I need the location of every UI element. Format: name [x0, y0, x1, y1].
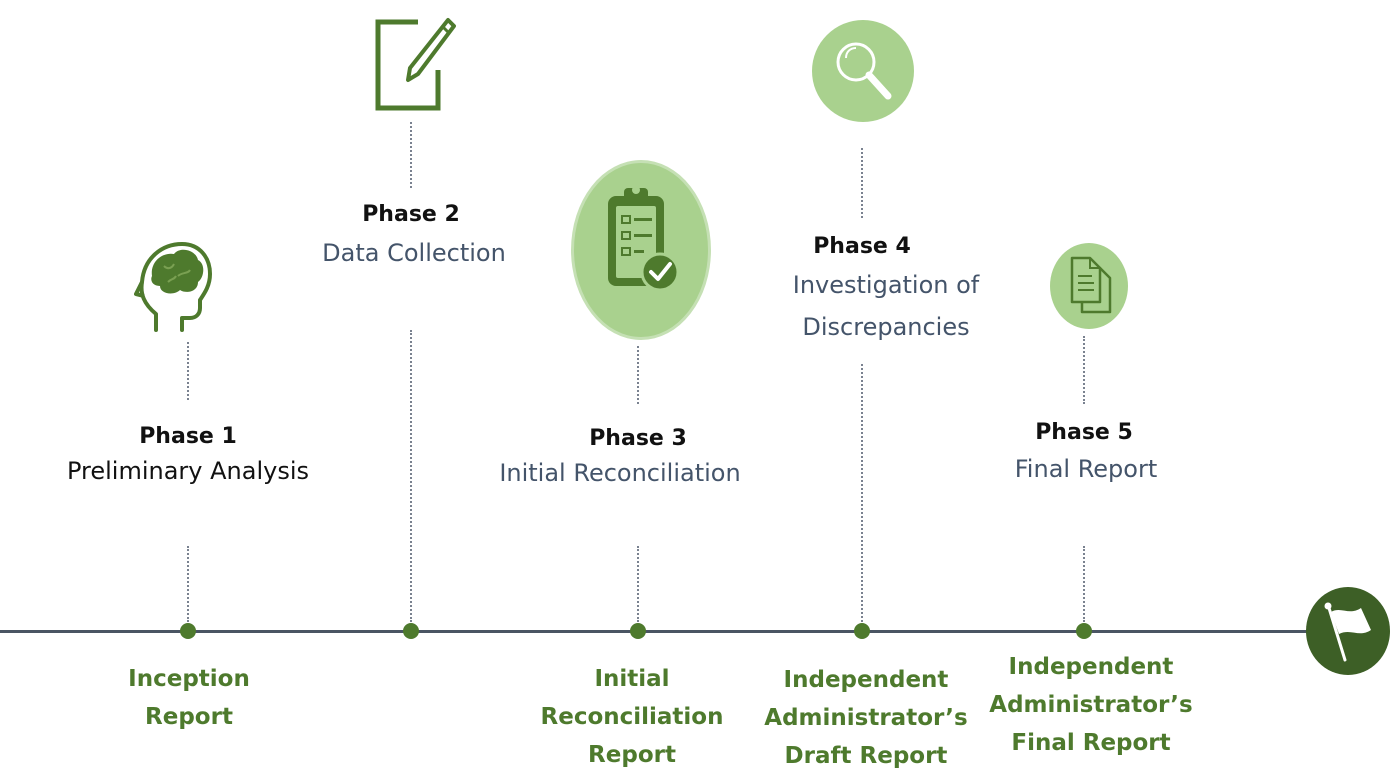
deliverable-final-report: Independent Administrator’s Final Report [989, 648, 1192, 762]
timeline-node-phase-1 [180, 623, 196, 639]
phase-1-subtitle: Preliminary Analysis [66, 457, 310, 485]
deliverable-line: Report [145, 704, 233, 730]
phase-5-subtitle: Final Report [1014, 455, 1158, 483]
timeline-node-phase-3 [630, 623, 646, 639]
connector-phase-5-lower [1083, 546, 1085, 622]
notepad-pencil-icon [375, 18, 456, 111]
deliverable-inception-report: Inception Report [128, 660, 250, 736]
connector-phase-1-upper [187, 342, 189, 400]
phase-3-title: Phase 3 [589, 426, 687, 451]
brain-head-icon [134, 242, 212, 332]
phase-4-title: Phase 4 [813, 234, 911, 259]
phase-2-title: Phase 2 [362, 202, 460, 227]
deliverable-line: Independent [783, 667, 949, 693]
phase-4-subtitle-line-2: Discrepancies [802, 313, 970, 341]
connector-phase-2-lower [410, 330, 412, 622]
connector-phase-3-upper [637, 346, 639, 404]
connector-phase-2-upper [410, 122, 412, 188]
connector-phase-5-upper [1083, 336, 1085, 404]
timeline-node-phase-5 [1076, 623, 1092, 639]
connector-phase-4-upper [861, 148, 863, 218]
magnifier-icon [836, 42, 892, 100]
timeline-axis [0, 630, 1320, 633]
deliverable-line: Reconciliation [540, 704, 724, 730]
phase-4-icon-circle [812, 20, 914, 122]
timeline-node-phase-4 [854, 623, 870, 639]
clipboard-check-icon [608, 186, 680, 292]
deliverable-line: Draft Report [784, 743, 948, 769]
deliverable-line: Initial [594, 666, 670, 692]
connector-phase-4-lower [861, 364, 863, 622]
deliverable-initial-reconciliation-report: Initial Reconciliation Report [541, 660, 724, 774]
phase-1-title: Phase 1 [139, 424, 237, 449]
timeline-node-phase-2 [403, 623, 419, 639]
deliverable-line: Administrator’s [764, 705, 968, 731]
deliverable-line: Report [588, 742, 676, 768]
deliverable-line: Inception [128, 666, 250, 692]
documents-icon [1070, 256, 1112, 314]
phase-4-subtitle-line-1: Investigation of [792, 271, 980, 299]
phase-5-title: Phase 5 [1035, 420, 1133, 445]
deliverable-line: Independent [1008, 654, 1174, 680]
deliverable-draft-report: Independent Administrator’s Draft Report [764, 661, 967, 775]
connector-phase-1-lower [187, 546, 189, 622]
phase-3-subtitle: Initial Reconciliation [499, 459, 741, 487]
phase-2-subtitle: Data Collection [322, 239, 506, 267]
deliverable-line: Final Report [1011, 730, 1171, 756]
flag-icon [1306, 587, 1390, 675]
connector-phase-3-lower [637, 546, 639, 622]
deliverable-line: Administrator’s [989, 692, 1193, 718]
